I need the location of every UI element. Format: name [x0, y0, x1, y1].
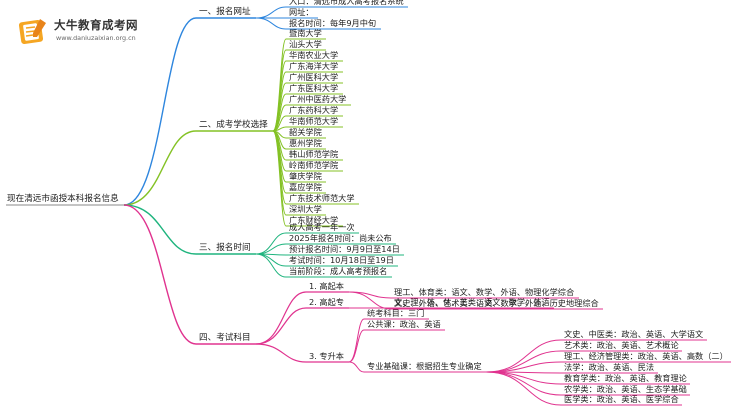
connector-line: [123, 130, 197, 206]
leaf-node: 惠州学院: [289, 138, 322, 148]
leaf-node: 广州中医药大学: [289, 94, 347, 104]
leaf-node: 汕头大学: [289, 39, 322, 49]
exam-level-node: 1. 高起本: [309, 281, 344, 291]
subject-node: 公共课：政治、英语: [367, 319, 441, 329]
leaf-node: 肇庆学院: [289, 171, 322, 181]
subject-node: 理工、体育类：语文、数学、外语、物理化学综合: [394, 287, 575, 297]
subject-node: 统考科目：三门: [367, 308, 425, 318]
category-node: 理工、经济管理类：政治、英语、高数（二）: [564, 351, 728, 361]
leaf-node: 岭南师范学院: [289, 160, 339, 170]
leaf-node: 华南师范大学: [289, 116, 339, 126]
connector-line: [255, 17, 287, 30]
leaf-node: 广州医科大学: [289, 72, 339, 82]
leaf-node: 广东技术师范大学: [289, 193, 355, 203]
leaf-node: 当前阶段：成人高考预报名: [289, 266, 388, 276]
connector-line: [348, 329, 365, 363]
site-url: www.daniuzaixian.org.cn: [56, 34, 136, 42]
category-node: 艺术类：政治、英语、艺术概论: [564, 340, 679, 350]
leaf-node: 深圳大学: [289, 204, 322, 214]
connector-line: [348, 291, 392, 310]
category-node: 文史、中医类：政治、英语、大学语文: [564, 329, 704, 339]
connector-line: [255, 307, 307, 345]
leaf-node: 广东海洋大学: [289, 61, 339, 71]
branch-node-1: 一、报名网址: [199, 7, 251, 17]
category-node: 医学类：政治、英语、医学综合: [564, 394, 679, 404]
exam-level-node: 3. 专升本: [309, 351, 344, 361]
connector-line: [123, 17, 197, 206]
subject-node: 专业基础课：根据招生专业确定: [367, 361, 482, 371]
leaf-node: 成人高考一年一次: [289, 222, 355, 232]
category-node: 法学：政治、英语、民法: [564, 362, 655, 372]
connector-line: [485, 350, 562, 373]
leaf-node: 报名时间：每年9月中旬: [289, 18, 377, 28]
connector-line: [255, 291, 307, 345]
branch-node-2: 二、成考学校选择: [199, 120, 268, 130]
leaf-node: 入口：清远市成人高考报名系统: [289, 0, 404, 6]
connector-line: [255, 232, 287, 255]
connector-line: [255, 6, 287, 19]
leaf-node: 网址：: [289, 7, 314, 17]
connector-line: [348, 361, 365, 373]
book-pencil-icon: [18, 19, 46, 45]
category-node: 农学类：政治、英语、生态学基础: [564, 384, 687, 394]
branch-node-4: 四、考试科目: [199, 333, 251, 343]
root-node: 现在清远市函授本科报名信息: [7, 194, 119, 204]
connector-line: [272, 71, 287, 132]
leaf-node: 暨南大学: [289, 28, 322, 38]
leaf-node: 考试时间：10月18日至19日: [289, 255, 394, 265]
leaf-node: 广东药科大学: [289, 105, 339, 115]
category-node: 教育学类：政治、英语、教育理论: [564, 373, 687, 383]
connector-line: [123, 204, 197, 255]
leaf-node: 华南农业大学: [289, 50, 339, 60]
leaf-node: 广东医科大学: [289, 83, 339, 93]
leaf-node: 广东财经大学: [289, 215, 339, 225]
branch-node-3: 三、报名时间: [199, 243, 251, 253]
connector-line: [348, 318, 365, 363]
leaf-node: 嘉应学院: [289, 182, 322, 192]
leaf-node: 预计报名时间：9月9日至14日: [289, 244, 400, 254]
connector-line: [123, 204, 197, 345]
connector-line: [485, 371, 562, 406]
leaf-node: 韩山师范学院: [289, 149, 339, 159]
connector-line: [255, 253, 287, 278]
exam-level-node: 2. 高起专: [309, 297, 344, 307]
site-logo[interactable]: 大牛教育成考网 www.daniuzaixian.org.cn: [14, 15, 164, 49]
subject-node: 文、理、外、体、艺类：语文、数学、外语: [394, 297, 550, 307]
connector-line: [485, 339, 562, 373]
subject-node: 文史、外语、艺术类：语文、数学、外语、历史地理综合: [394, 298, 599, 308]
connector-line: [255, 343, 307, 363]
leaf-node: 2025年报名时间：尚未公布: [289, 233, 392, 243]
site-name: 大牛教育成考网: [54, 18, 138, 32]
connector-line: [272, 130, 287, 227]
leaf-node: 韶关学院: [289, 127, 322, 137]
